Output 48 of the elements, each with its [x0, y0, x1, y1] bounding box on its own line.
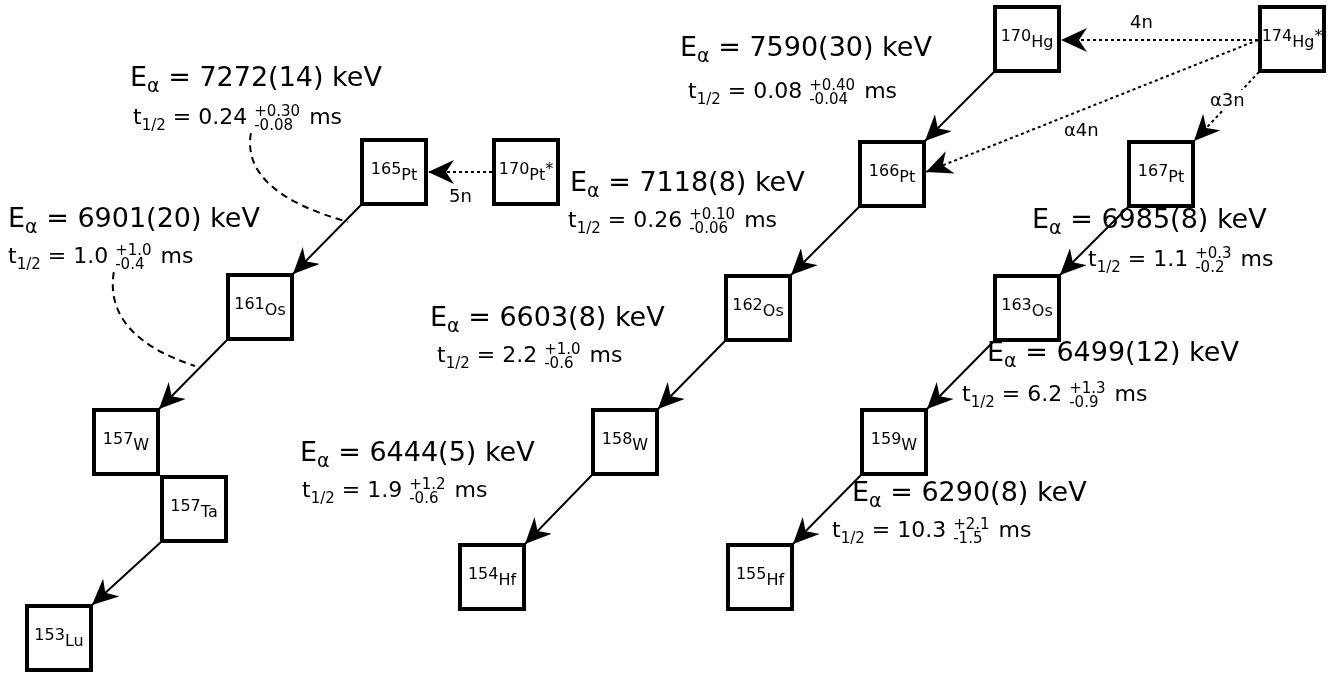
nuclide-box: [726, 543, 794, 611]
alpha-energy-label: E$_{α}$ = 7590(30) keV: [680, 32, 932, 66]
half-life-label: t$_{1/2}$ = 0.26 $^{+0.10}$$_{-0.06}$ ms: [568, 207, 778, 237]
alpha-energy-label: E$_{α}$ = 6603(8) keV: [430, 302, 665, 336]
arrow: [657, 340, 726, 410]
arrow: [91, 541, 162, 606]
edge-label: α3n: [1208, 90, 1247, 110]
nuclide-box: [360, 138, 428, 206]
alpha-energy-label: E$_{α}$ = 7272(14) keV: [130, 62, 382, 96]
arrow: [524, 474, 593, 545]
nuclide-box: [858, 140, 926, 208]
nuclide-box: [492, 138, 560, 206]
nuclide-box: [724, 274, 792, 342]
arrow: [790, 206, 860, 276]
half-life-label: t$_{1/2}$ = 2.2 $^{+1.0}$$_{-0.6}$ ms: [437, 342, 623, 372]
half-life-label: t$_{1/2}$ = 6.2 $^{+1.3}$$_{-0.9}$ ms: [962, 381, 1148, 411]
half-life-label: t$_{1/2}$ = 10.3 $^{+2.1}$$_{-1.5}$ ms: [832, 517, 1032, 547]
nuclide-box: [993, 5, 1061, 73]
nuclide-box: [1258, 5, 1326, 73]
arrow: [158, 339, 228, 410]
alpha-energy-label: E$_{α}$ = 6290(8) keV: [852, 477, 1087, 511]
leader-line: [111, 271, 196, 367]
nuclide-box: [458, 543, 526, 611]
nuclide-box: [860, 408, 928, 476]
arrow: [292, 204, 362, 275]
half-life-label: t$_{1/2}$ = 1.0 $^{+1.0}$$_{-0.4}$ ms: [8, 243, 194, 273]
arrow: [427, 160, 493, 184]
arrow: [792, 474, 862, 545]
alpha-energy-label: E$_{α}$ = 6444(5) keV: [300, 437, 535, 471]
nuclide-box: [591, 408, 659, 476]
alpha-energy-label: E$_{α}$ = 6901(20) keV: [8, 203, 260, 237]
nuclide-box: [25, 604, 93, 672]
arrow: [1060, 28, 1259, 52]
half-life-label: t$_{1/2}$ = 1.9 $^{+1.2}$$_{-0.6}$ ms: [302, 477, 488, 507]
arrow: [925, 39, 1259, 174]
arrow: [924, 71, 995, 142]
nuclide-box: [226, 273, 294, 341]
leader-line: [249, 132, 349, 223]
arrow: [1193, 71, 1260, 142]
half-life-label: t$_{1/2}$ = 1.1 $^{+0.3}$$_{-0.2}$ ms: [1088, 246, 1274, 276]
arrow: [1059, 206, 1129, 276]
half-life-label: t$_{1/2}$ = 0.08 $^{+0.40}$$_{-0.04}$ ms: [688, 78, 898, 108]
nuclide-box: [160, 475, 228, 543]
nuclide-box: [1127, 140, 1195, 208]
half-life-label: t$_{1/2}$ = 0.24 $^{+0.30}$$_{-0.08}$ ms: [133, 104, 343, 134]
nuclide-box: [92, 408, 160, 476]
nuclide-box: [993, 274, 1061, 342]
alpha-energy-label: E$_{α}$ = 7118(8) keV: [570, 167, 805, 201]
